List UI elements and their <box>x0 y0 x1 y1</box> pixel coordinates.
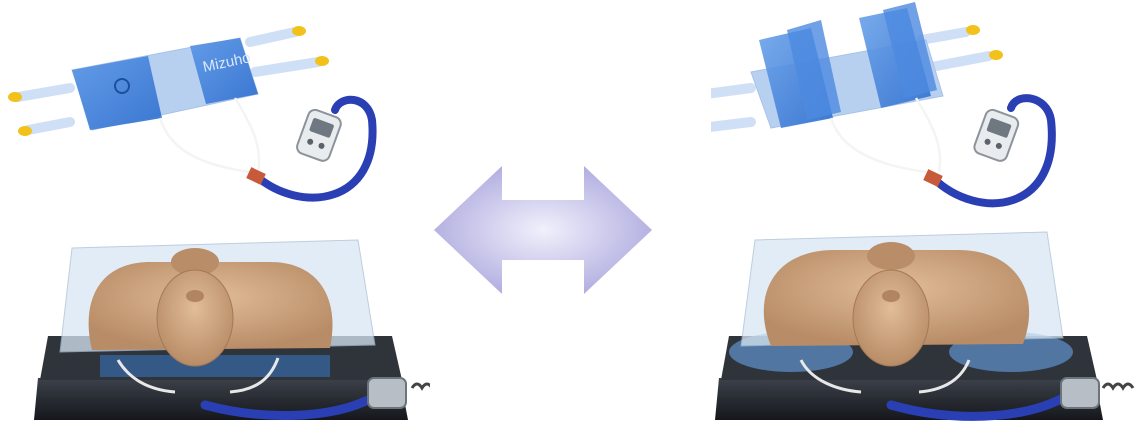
inflated-scene-illustration <box>711 0 1141 432</box>
positioning-pad-icon: Mizuho <box>8 26 329 172</box>
scene-inflated <box>711 0 1141 432</box>
patient-icon <box>60 240 375 366</box>
deflated-scene-illustration: Mizuho <box>0 0 430 432</box>
scene-deflated: Mizuho <box>0 0 430 432</box>
double-arrow-icon <box>434 166 652 294</box>
control-pump-icon <box>923 98 1052 203</box>
bidirectional-arrow-graphic <box>434 166 652 294</box>
positioning-pad-icon <box>711 2 1003 172</box>
control-pump-icon <box>246 100 372 198</box>
